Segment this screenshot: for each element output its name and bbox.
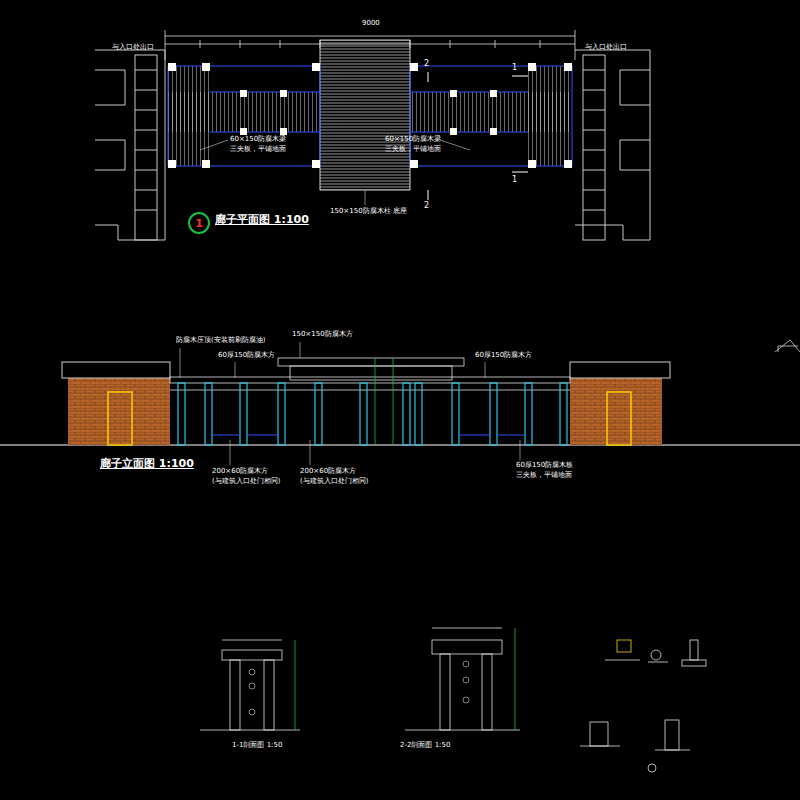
annotation: 三夹板，平铺地面 xyxy=(516,472,572,480)
column xyxy=(168,63,572,168)
annotation: 三夹板，平铺地面 xyxy=(230,146,286,154)
dimension-line xyxy=(375,358,393,445)
annotation: 150×150防腐木柱 底座 xyxy=(330,208,407,216)
roof-parapet xyxy=(570,362,670,378)
dimension-or-cut-mark: 9000 xyxy=(362,20,380,28)
annotation: 防腐木压顶(安装前刷防腐油) xyxy=(176,337,265,345)
view-title: 1-1剖面图 1:50 xyxy=(232,742,282,750)
brick-wall xyxy=(570,378,662,445)
annotation: (与建筑入口处门相同) xyxy=(212,478,280,486)
roof-parapet xyxy=(62,362,170,378)
door xyxy=(607,392,631,445)
corridor-elevation xyxy=(170,358,570,390)
annotation: 150×150防腐木方 xyxy=(292,331,353,339)
annotation: 200×60防腐木方 xyxy=(212,468,268,476)
annotation: 200×60防腐木方 xyxy=(300,468,356,476)
section-1-1 xyxy=(200,640,300,730)
dimension-or-cut-mark: 2 xyxy=(424,60,429,69)
beam-line xyxy=(168,66,572,166)
key-icon xyxy=(775,340,800,352)
dimension-or-cut-mark: 1 xyxy=(512,64,517,73)
railing xyxy=(212,435,525,436)
detail xyxy=(580,640,706,772)
view-title: 廊子立面图 1:100 xyxy=(100,458,194,470)
annotation: 60厚150防腐木方 xyxy=(475,352,532,360)
column-elevation xyxy=(178,383,567,445)
dimension-or-cut-mark: 2 xyxy=(424,202,429,211)
annotation: 三夹板，平铺地面 xyxy=(385,146,441,154)
annotation: 60×150防腐木梁 xyxy=(230,136,286,144)
view-title: 廊子平面图 1:100 xyxy=(215,214,309,226)
annotation: 与入口处出口 xyxy=(112,44,154,52)
annotation: 60厚150防腐木板 xyxy=(516,462,573,470)
leader-line xyxy=(200,140,470,205)
title-number: 1 xyxy=(195,217,203,230)
callout-circle xyxy=(249,661,469,715)
annotation: 与入口处出口 xyxy=(585,44,627,52)
title-circle: 1 xyxy=(188,212,210,234)
pavilion-roof-hatch xyxy=(320,40,410,190)
view-title: 2-2剖面图 1:50 xyxy=(400,742,450,750)
deck-hatch xyxy=(528,66,570,166)
brick-wall xyxy=(68,378,170,445)
annotation: 60×150防腐木梁 xyxy=(385,136,441,144)
cut-line xyxy=(428,72,528,200)
annotation: (与建筑入口处门相同) xyxy=(300,478,368,486)
leader-line xyxy=(180,342,520,465)
annotation: 60厚150防腐木方 xyxy=(218,352,275,360)
dimension-or-cut-mark: 1 xyxy=(512,176,517,185)
door xyxy=(108,392,132,445)
deck-hatch xyxy=(168,66,210,166)
section-2-2 xyxy=(405,628,520,730)
